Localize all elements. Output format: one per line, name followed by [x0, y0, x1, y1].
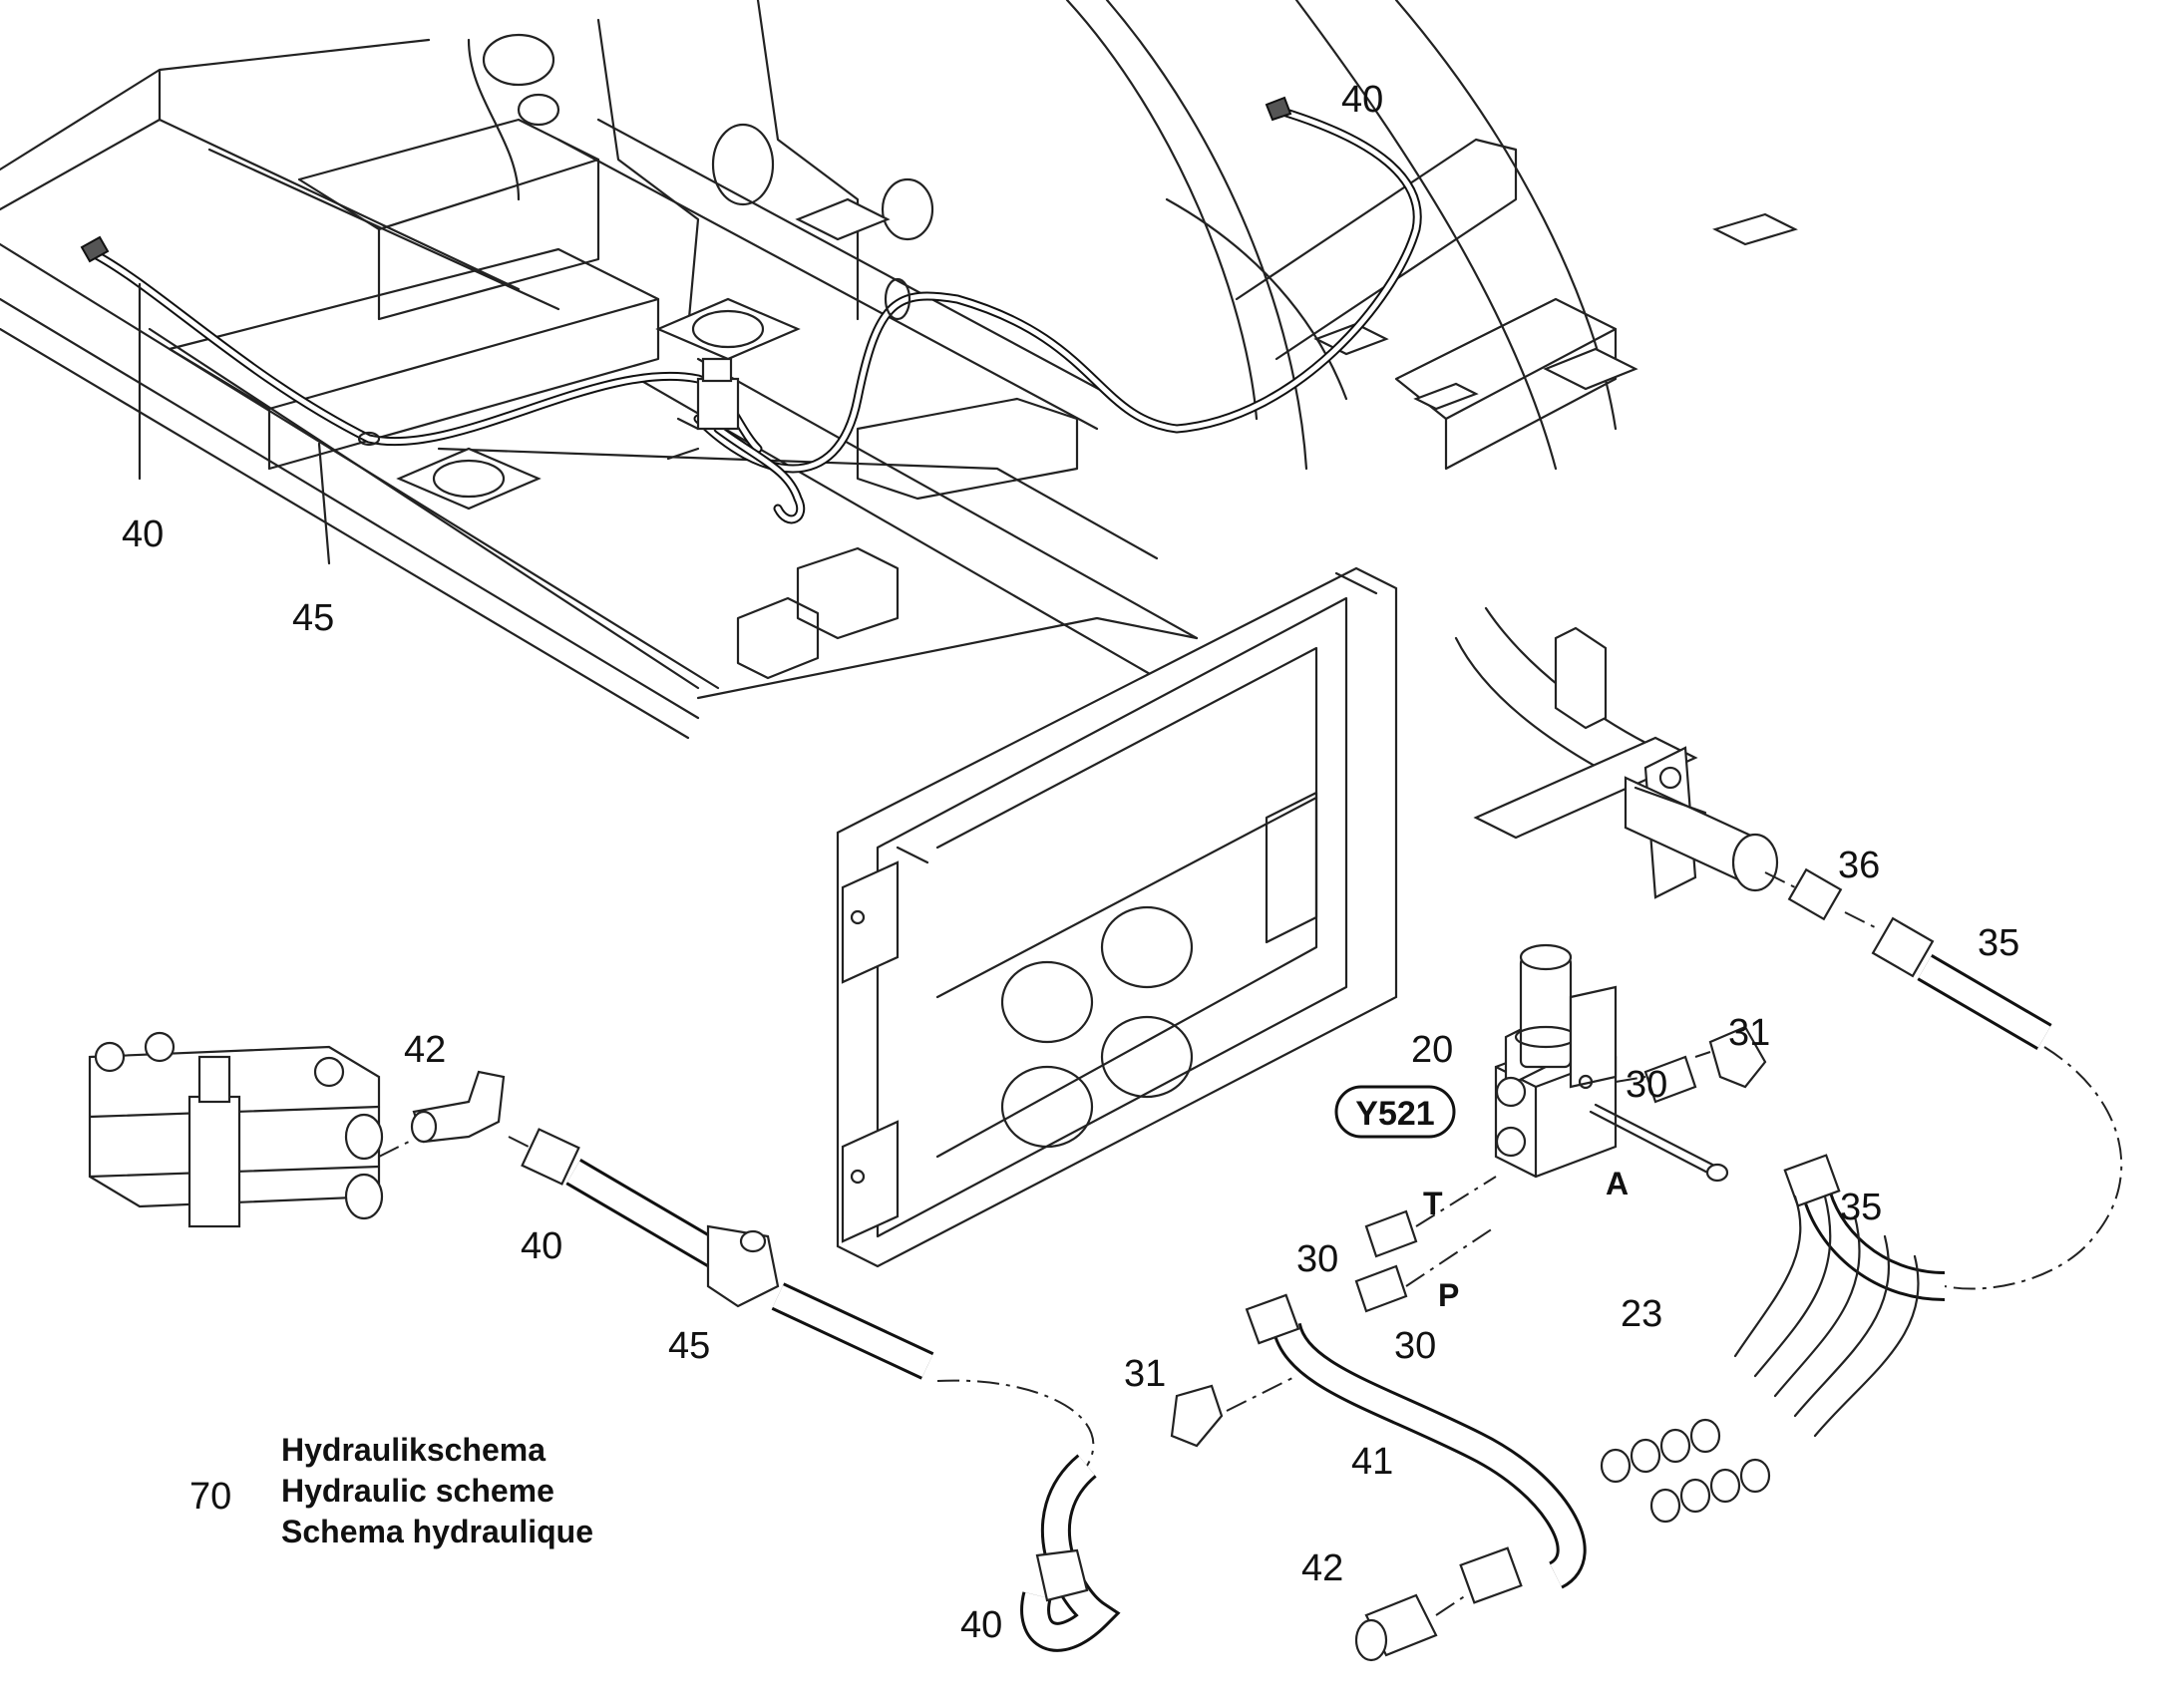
port-t-label: T — [1423, 1186, 1443, 1221]
legend-line-french: Schema hydraulique — [281, 1514, 593, 1549]
component-badge: Y521 — [1334, 1085, 1456, 1139]
legend-line-german: Hydraulikschema — [281, 1432, 545, 1468]
fittings — [1170, 1025, 1767, 1448]
hose-35-assembly — [1783, 916, 2123, 1301]
port-labels: T P A — [1423, 1166, 1629, 1313]
callout-42: 42 — [1301, 1547, 1343, 1589]
callout-30: 30 — [1296, 1238, 1338, 1280]
callout-45: 45 — [668, 1325, 710, 1367]
callout-40: 40 — [521, 1225, 562, 1267]
hose-bundle — [1600, 1195, 1920, 1524]
callout-36: 36 — [1838, 845, 1880, 886]
callout-20: 20 — [1411, 1029, 1453, 1071]
callout-30: 30 — [1626, 1064, 1667, 1106]
upper-hose-40 — [80, 96, 1422, 565]
chassis-frame-drawing — [0, 0, 1798, 740]
callout-40: 40 — [1341, 79, 1383, 121]
callout-23: 23 — [1621, 1293, 1662, 1335]
callout-31: 31 — [1124, 1353, 1166, 1395]
callout-labels: 40 40 45 36 35 42 20 31 30 35 40 30 23 4… — [122, 79, 2019, 1646]
callout-42: 42 — [404, 1029, 446, 1071]
component-badge-label: Y521 — [1355, 1095, 1434, 1133]
port-p-label: P — [1438, 1277, 1459, 1313]
hose-41 — [1245, 1293, 1587, 1662]
legend-line-english: Hydraulic scheme — [281, 1473, 554, 1509]
solenoid-valve-20 — [1494, 943, 1729, 1183]
legend: 70 Hydraulikschema Hydraulic scheme Sche… — [189, 1432, 593, 1549]
callout-41: 41 — [1351, 1441, 1393, 1483]
radiator-frame — [836, 566, 1398, 1268]
sensor-mount-assembly — [1454, 606, 1876, 928]
hose-40-lower — [521, 1128, 1121, 1652]
callout-31: 31 — [1728, 1012, 1770, 1054]
distributor-block — [88, 1031, 530, 1228]
callout-40: 40 — [960, 1604, 1002, 1646]
legend-number: 70 — [189, 1476, 231, 1518]
port-a-label: A — [1606, 1166, 1629, 1201]
callout-35: 35 — [1840, 1187, 1882, 1228]
callout-30: 30 — [1394, 1325, 1436, 1367]
callout-40: 40 — [122, 513, 164, 555]
callout-45: 45 — [292, 597, 334, 639]
callout-35: 35 — [1978, 922, 2019, 964]
